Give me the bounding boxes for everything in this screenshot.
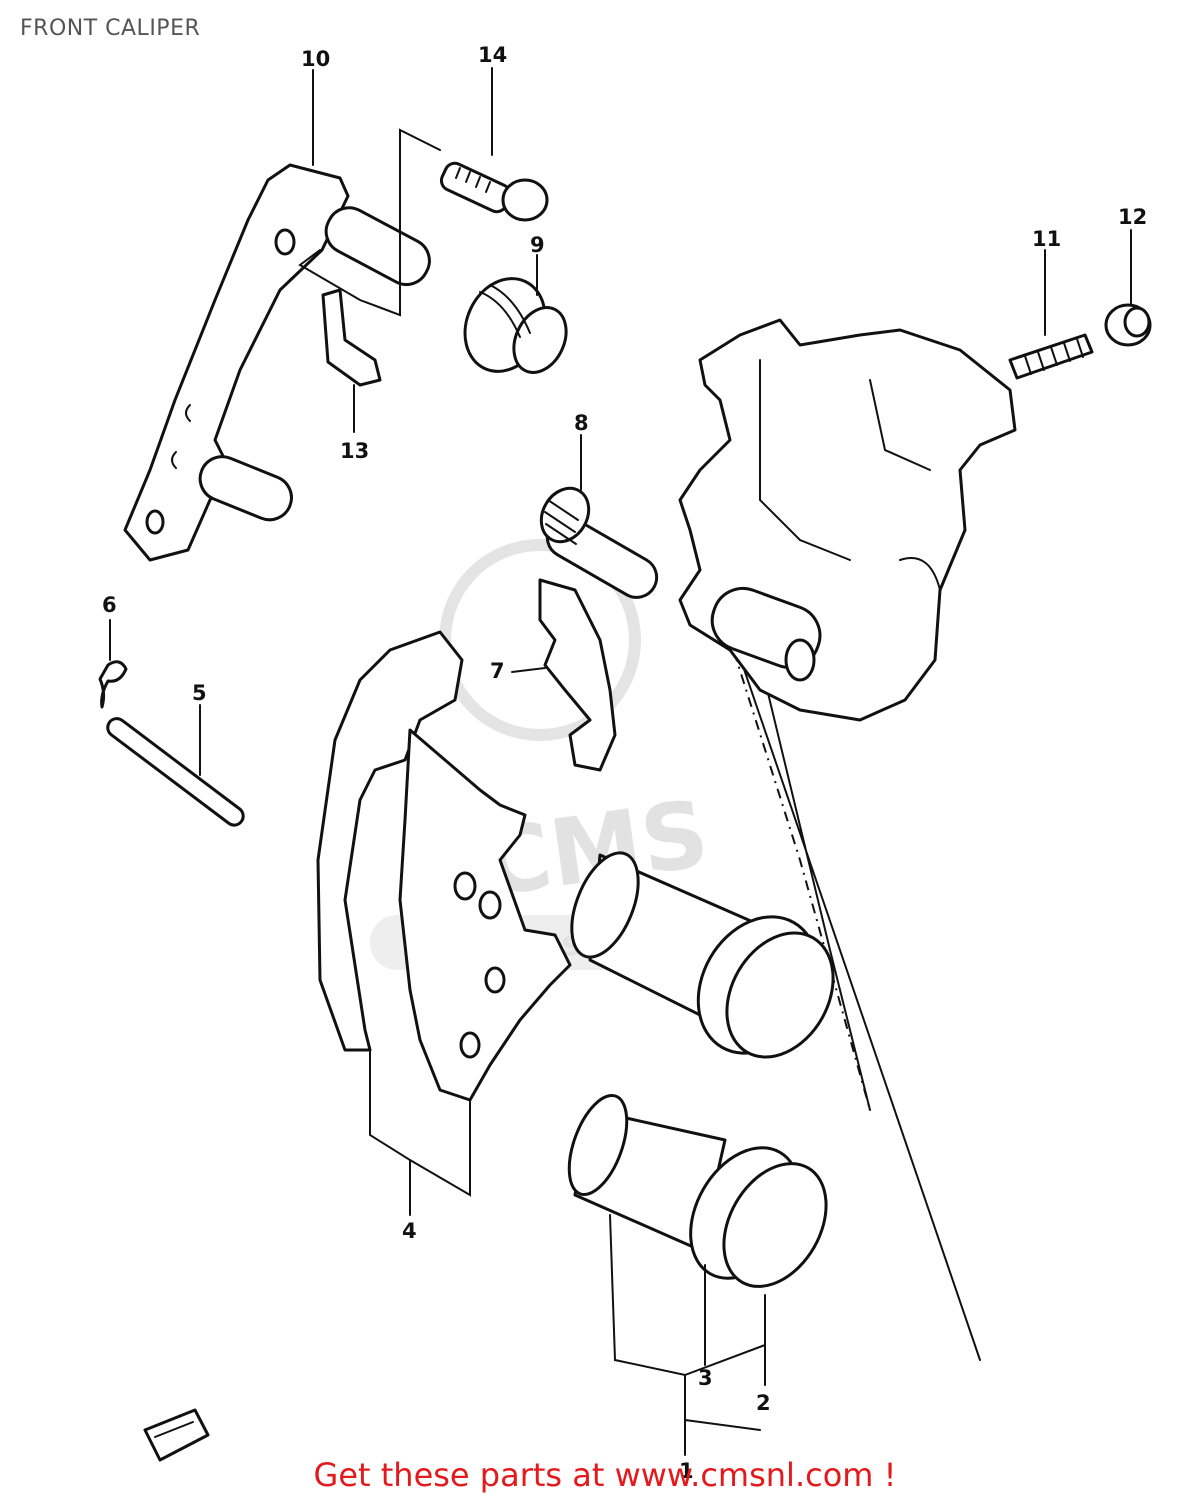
callout-3: 3: [698, 1366, 713, 1390]
bleeder-cap: [1104, 303, 1152, 347]
caliper-bracket: [123, 163, 431, 562]
bleeder-spring: [1008, 333, 1094, 380]
callout-4: 4: [402, 1219, 417, 1243]
caliper-body: [678, 318, 1017, 722]
upper-piston: [570, 851, 835, 1059]
pad-retainer: [538, 578, 617, 772]
leader-lines: [109, 67, 1132, 1386]
callout-8: 8: [574, 411, 589, 435]
bolt: [439, 161, 549, 222]
lower-piston: [567, 1093, 828, 1288]
callout-5: 5: [192, 681, 207, 705]
slide-pin: [539, 486, 659, 599]
callout-12: 12: [1118, 205, 1147, 229]
pad-pin: [106, 717, 245, 827]
callout-7: 7: [490, 659, 505, 683]
callout-1: 1: [679, 1459, 694, 1483]
callout-14: 14: [478, 43, 507, 67]
rubber-boot: [463, 277, 568, 374]
piston-bracket-lines: [609, 1214, 766, 1456]
bracket-outline-upper: [298, 128, 441, 317]
small-washer-part: [143, 1408, 210, 1462]
callout-9: 9: [530, 233, 545, 257]
pad-spring-clip: [321, 288, 382, 387]
callout-6: 6: [102, 593, 117, 617]
retaining-clip: [98, 660, 128, 709]
page-title: FRONT CALIPER: [20, 16, 201, 41]
callout-2: 2: [756, 1391, 771, 1415]
get-parts-link[interactable]: Get these parts at www.cmsnl.com !: [313, 1456, 897, 1494]
callout-10: 10: [301, 47, 330, 71]
callout-13: 13: [340, 439, 369, 463]
callout-11: 11: [1032, 227, 1061, 251]
brake-pad-set: [316, 630, 572, 1102]
